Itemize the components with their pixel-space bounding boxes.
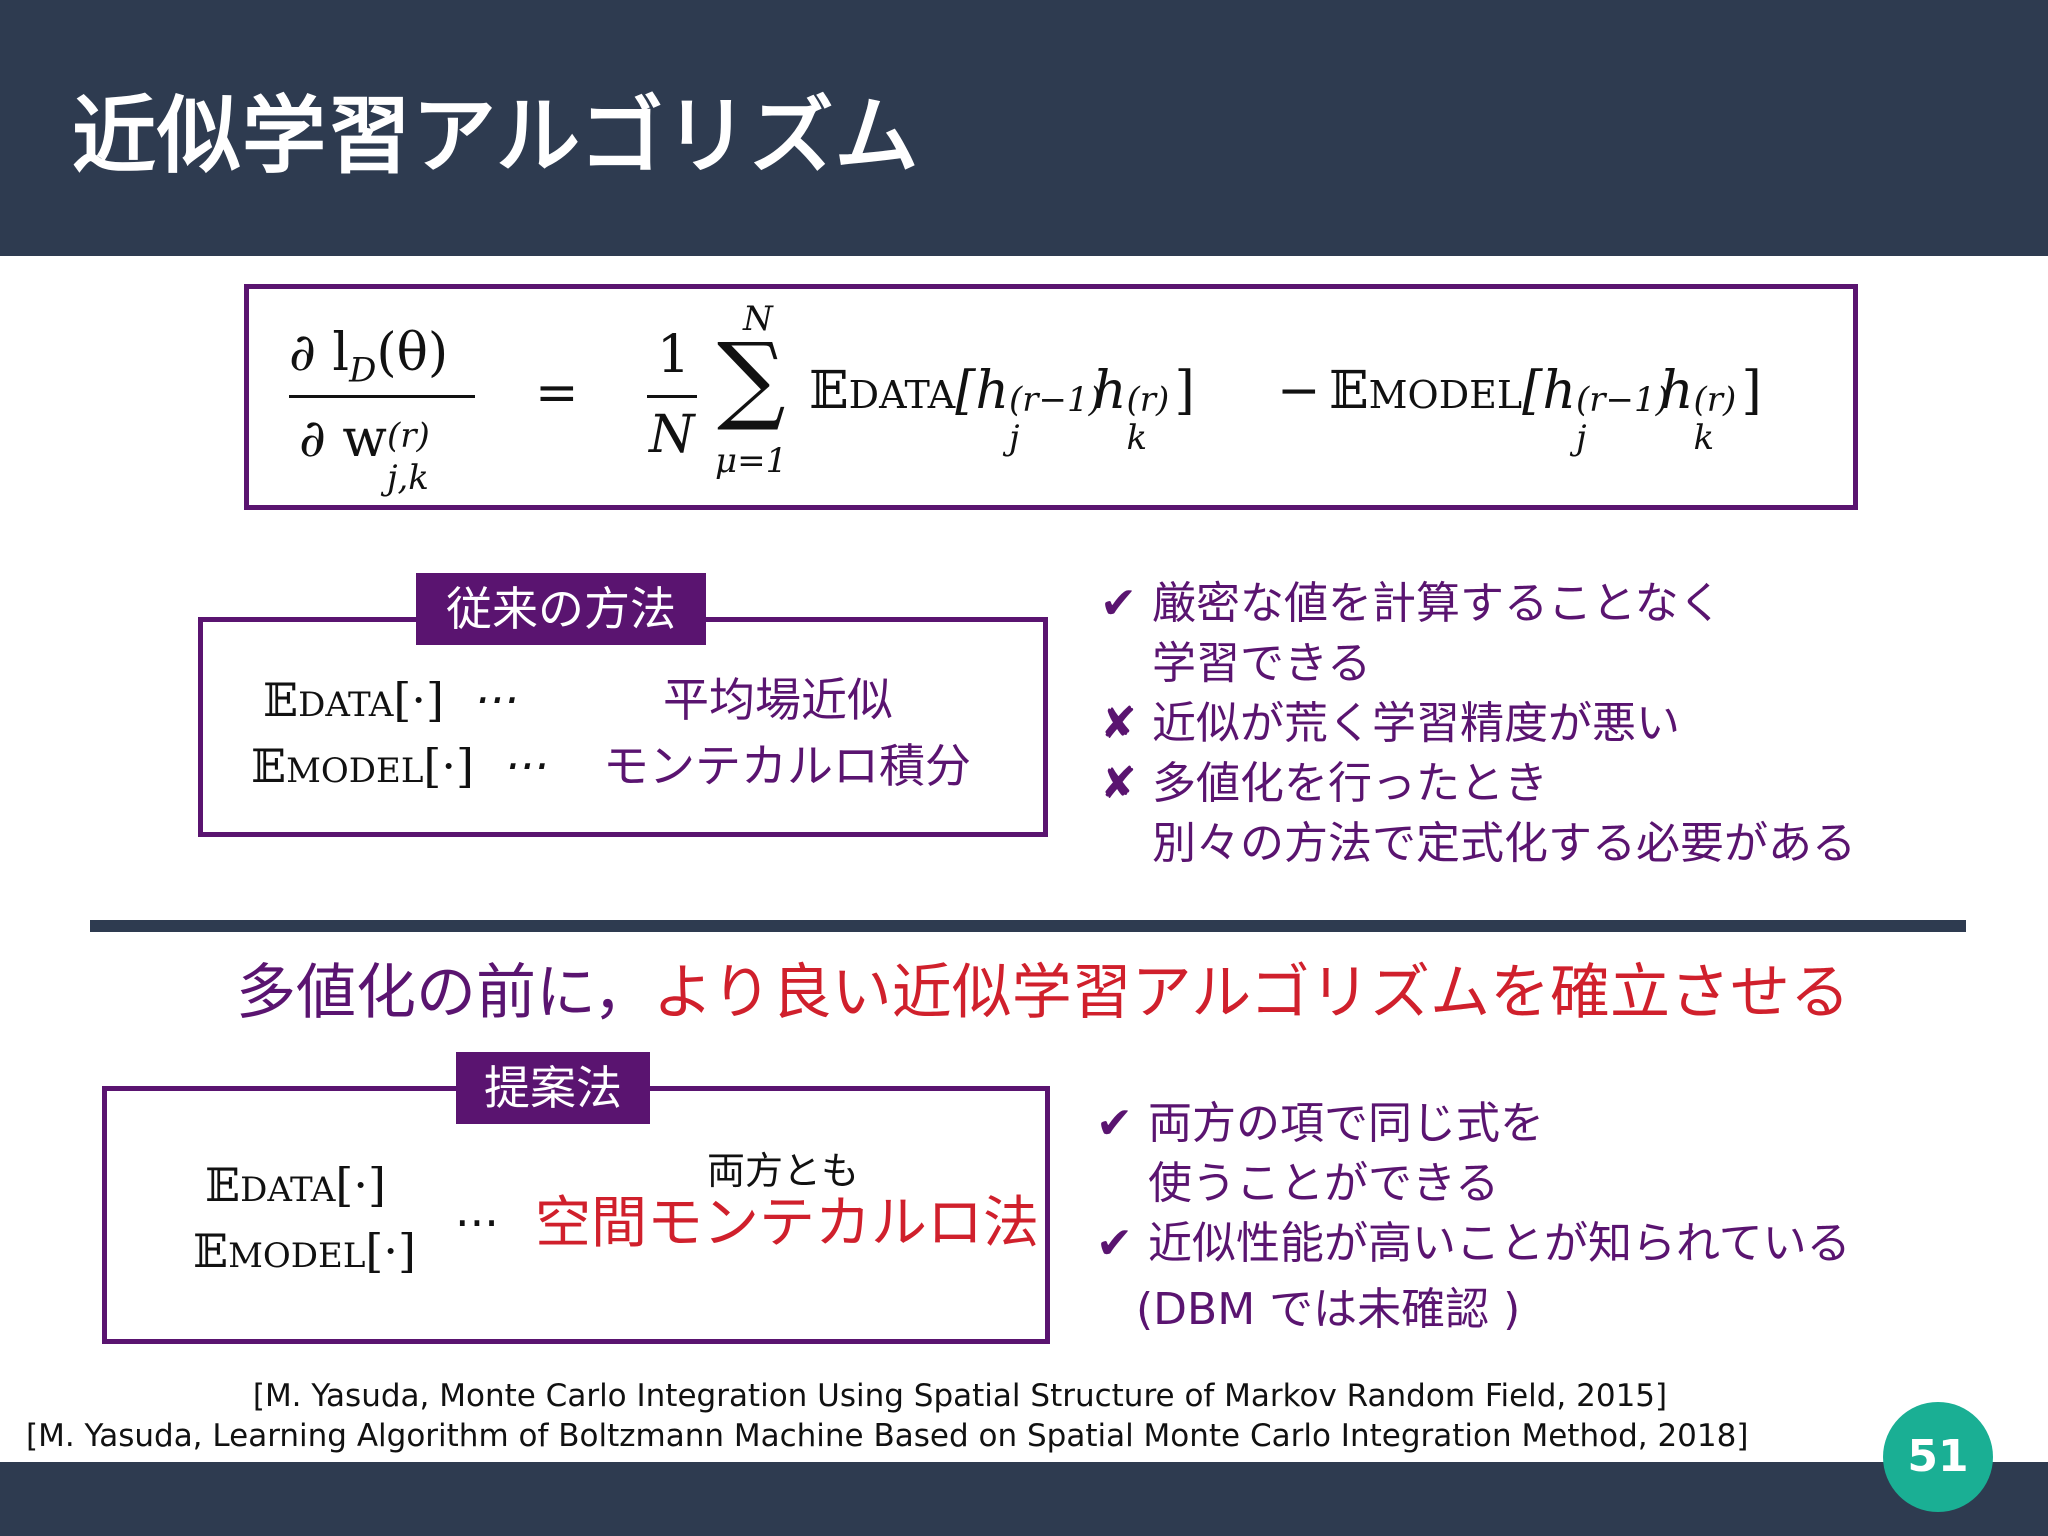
prop-e-data-arg: [·]	[335, 1158, 386, 1212]
lhs-denominator: ∂ w (r) j,k	[299, 409, 447, 498]
gradient-formula: ∂ lD(θ) ∂ w (r) j,k = 1 N N ∑ μ=1 𝔼DATA[…	[244, 284, 1858, 510]
conv-dots-1: ···	[474, 673, 519, 727]
check-icon: ✔	[1100, 578, 1137, 629]
e-data-term: 𝔼DATA[h(r−1)j h(r)k]	[809, 361, 1195, 458]
e-model-open: [h	[1522, 361, 1576, 421]
reference-2: [M. Yasuda, Learning Algorithm of Boltzm…	[26, 1418, 1749, 1454]
conv-point-2: ✘ 近似が荒く学習精度が悪い	[1100, 694, 1856, 754]
conv-point-3-line-2: 別々の方法で定式化する必要がある	[1152, 818, 1856, 869]
check-icon: ✔	[1096, 1098, 1133, 1149]
slide-footer	[0, 1462, 2048, 1536]
prop-point-1-line-2: 使うことができる	[1148, 1158, 1500, 1209]
conv-point-2-line-1: 近似が荒く学習精度が悪い	[1152, 698, 1680, 749]
conv-e-model-arg: [·]	[423, 739, 474, 793]
e-data-sub: DATA	[848, 373, 956, 417]
coef-fraction-bar	[647, 395, 697, 398]
reference-1: [M. Yasuda, Monte Carlo Integration Usin…	[252, 1378, 1668, 1414]
e-data-op: 𝔼	[809, 361, 849, 421]
e-model-subj: j	[1575, 418, 1587, 458]
prop-e-model: 𝔼	[193, 1224, 229, 1278]
conventional-label: 従来の方法	[416, 573, 706, 645]
conv-point-1-line-2: 学習できる	[1152, 638, 1372, 689]
prop-point-1-line-1: 両方の項で同じ式を	[1148, 1098, 1544, 1149]
minus-sign: −	[1277, 361, 1321, 421]
goal-prefix: 多値化の前に，	[236, 958, 653, 1028]
conv-method-mean-field: 平均場近似	[663, 673, 893, 727]
conventional-method-box: 𝔼DATA[·] ··· 平均場近似 𝔼MODEL[·] ··· モンテカルロ積…	[198, 617, 1048, 837]
prop-point-1: ✔ 両方の項で同じ式を	[1096, 1094, 1851, 1154]
e-data-close: ]	[1174, 361, 1195, 421]
prop-method: 空間モンテカルロ法	[535, 1191, 1039, 1256]
conv-e-model: 𝔼	[251, 739, 287, 793]
prop-point-2-line-1: 近似性能が高いことが知られている	[1148, 1218, 1851, 1269]
conv-point-3: ✘ 多値化を行ったとき	[1100, 754, 1856, 814]
coef-numerator: 1	[657, 325, 691, 385]
partial-w: ∂ w	[299, 409, 387, 469]
e-model-sup1: (r−1)	[1575, 380, 1669, 420]
lhs-theta: (θ)	[376, 323, 449, 383]
e-model-term: 𝔼MODEL[h(r−1)j h(r)k]	[1329, 361, 1762, 458]
e-data-sup2: (r)	[1126, 380, 1170, 420]
conv-point-1: ✔ 厳密な値を計算することなく	[1100, 574, 1856, 634]
goal-highlight: より良い近似学習アルゴリズムを確立させる	[653, 958, 1850, 1028]
cross-icon: ✘	[1100, 698, 1137, 749]
conv-dots-2: ···	[504, 739, 549, 793]
prop-dots: ···	[455, 1196, 499, 1250]
prop-note: 両方とも	[707, 1149, 860, 1193]
conv-e-data: 𝔼	[263, 673, 299, 727]
prop-point-3-line-1: (DBM では未確認 )	[1136, 1284, 1521, 1335]
coef-denominator: N	[649, 405, 695, 465]
e-data-subk: k	[1126, 418, 1148, 458]
prop-row-model: 𝔼MODEL[·]	[193, 1223, 416, 1284]
partial-l: ∂ l	[289, 323, 350, 383]
e-model-sub: MODEL	[1368, 373, 1523, 417]
e-model-h2: h	[1659, 361, 1694, 421]
lhs-sub-jk: j,k	[386, 458, 429, 498]
lhs-sup-r: (r)	[386, 416, 430, 456]
check-icon: ✔	[1096, 1218, 1133, 1269]
e-data-open: [h	[955, 361, 1009, 421]
prop-point-3: (DBM では未確認 )	[1096, 1274, 1851, 1346]
lhs-fraction-bar	[289, 395, 475, 398]
sum-lower: μ=1	[715, 441, 788, 481]
section-divider	[90, 920, 1966, 932]
prop-e-model-sub: MODEL	[228, 1236, 366, 1276]
conv-e-model-sub: MODEL	[286, 751, 424, 791]
conv-point-3-line-1: 多値化を行ったとき	[1152, 758, 1548, 809]
slide-header: 近似学習アルゴリズム	[0, 0, 2048, 256]
e-model-op: 𝔼	[1329, 361, 1369, 421]
lhs-sub-d: D	[349, 350, 377, 391]
lhs-numerator: ∂ lD(θ)	[289, 323, 448, 400]
cross-icon: ✘	[1100, 758, 1137, 809]
prop-row-data: 𝔼DATA[·]	[205, 1157, 386, 1218]
prop-point-2: ✔ 近似性能が高いことが知られている	[1096, 1214, 1851, 1274]
sum-symbol: ∑	[717, 322, 786, 434]
proposed-method-box: 𝔼DATA[·] 𝔼MODEL[·] ··· 両方とも 空間モンテカルロ法	[102, 1086, 1050, 1344]
conv-e-data-sub: DATA	[298, 685, 394, 725]
e-data-subj: j	[1008, 418, 1020, 458]
conv-row-data: 𝔼DATA[·] ···	[263, 672, 518, 733]
prop-e-data: 𝔼	[205, 1158, 241, 1212]
proposed-label: 提案法	[456, 1052, 650, 1124]
page-number-badge: 51	[1883, 1402, 1993, 1512]
e-model-close: ]	[1741, 361, 1762, 421]
e-data-sup1: (r−1)	[1008, 380, 1102, 420]
e-model-sup2: (r)	[1693, 380, 1737, 420]
equals-sign: =	[535, 363, 579, 423]
proposed-points: ✔ 両方の項で同じ式を 使うことができる ✔ 近似性能が高いことが知られている (D…	[1096, 1094, 1851, 1346]
sum-upper: N	[743, 299, 773, 339]
e-model-subk: k	[1693, 418, 1715, 458]
prop-e-data-sub: DATA	[240, 1170, 336, 1210]
conv-e-data-arg: [·]	[393, 673, 444, 727]
e-data-h2: h	[1092, 361, 1127, 421]
conv-point-1-line-1: 厳密な値を計算することなく	[1152, 578, 1723, 629]
prop-e-model-arg: [·]	[365, 1224, 416, 1278]
slide-title: 近似学習アルゴリズム	[72, 87, 920, 185]
conventional-points: ✔ 厳密な値を計算することなく 学習できる ✘ 近似が荒く学習精度が悪い ✘ 多値化を…	[1100, 574, 1856, 874]
conv-row-model: 𝔼MODEL[·] ···	[251, 738, 548, 799]
goal-statement: 多値化の前に，より良い近似学習アルゴリズムを確立させる	[236, 955, 1850, 1031]
conv-method-monte-carlo: モンテカルロ積分	[603, 739, 971, 793]
